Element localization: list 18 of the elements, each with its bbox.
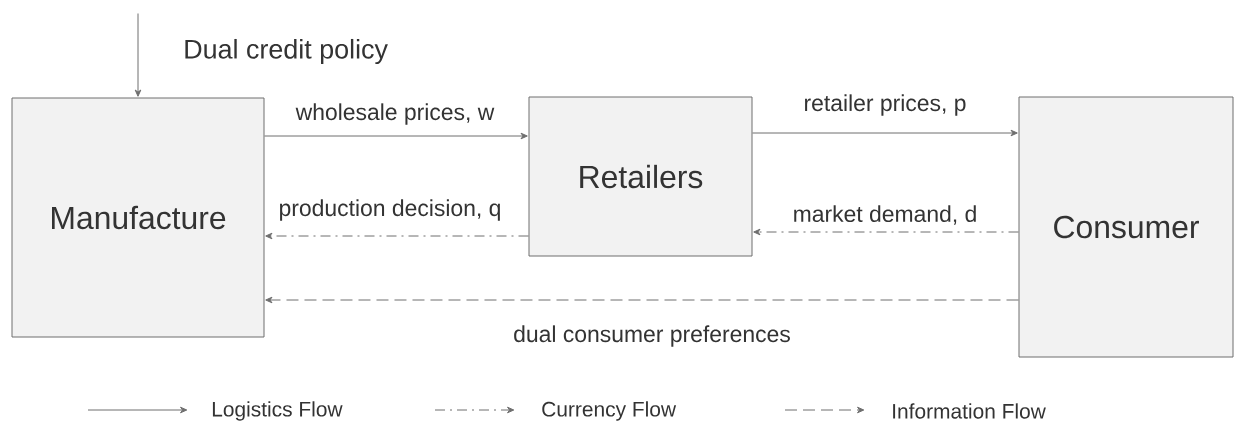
edge-label: market demand, d xyxy=(791,204,979,226)
process-box: Consumer xyxy=(1018,96,1234,358)
edge-label: dual consumer preferences xyxy=(512,324,792,348)
arrow xyxy=(265,296,1019,304)
process-box: Manufacture xyxy=(11,97,265,338)
edge-label: wholesale prices, w xyxy=(294,102,496,126)
arrow xyxy=(753,228,1019,236)
edge-label: production decision, q xyxy=(277,198,503,222)
legend-label: Logistics Flow xyxy=(212,401,343,421)
legend-label: Information Flow xyxy=(893,403,1046,419)
arrow xyxy=(265,232,529,240)
arrow xyxy=(752,129,1018,137)
arrow xyxy=(134,13,142,97)
edge-label: Dual credit policy xyxy=(185,38,388,65)
legend-label: Currency Flow xyxy=(542,401,677,421)
arrow xyxy=(264,132,528,140)
process-box: Retailers xyxy=(528,96,753,257)
edge-label: retailer prices, p xyxy=(802,93,968,117)
